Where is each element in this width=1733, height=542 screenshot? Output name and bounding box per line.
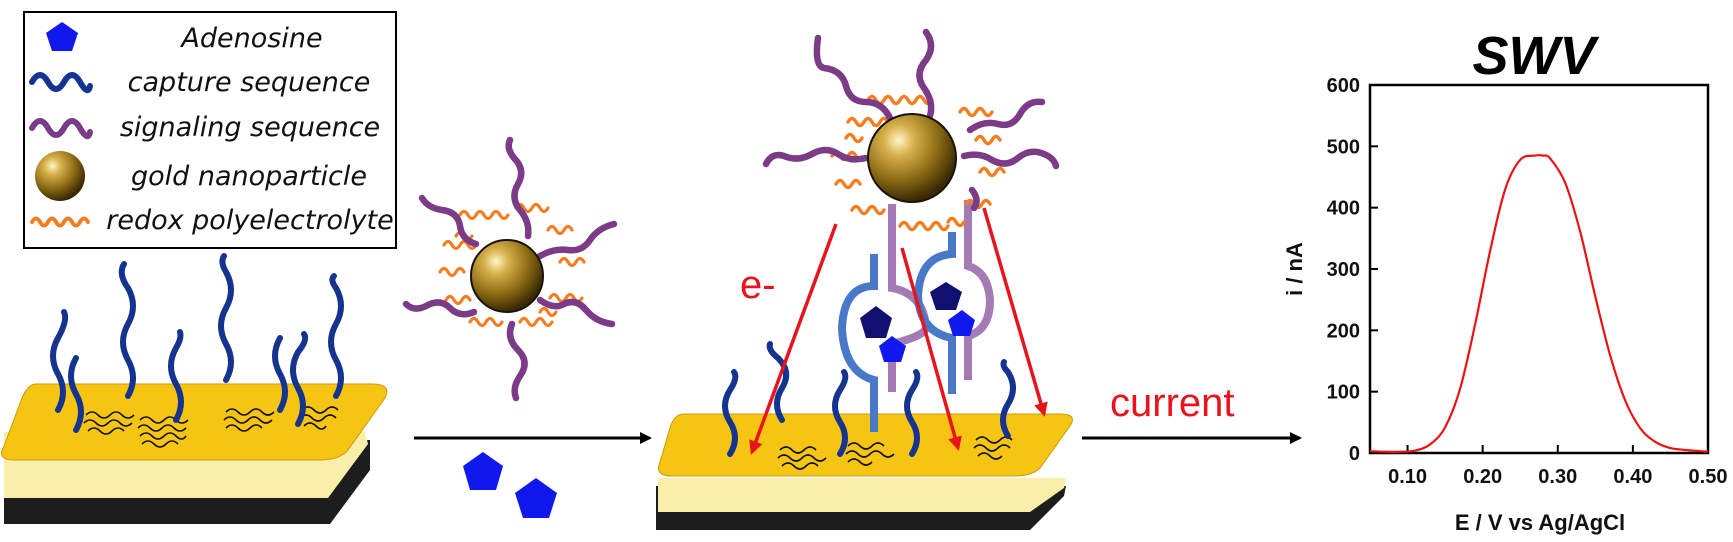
aptamer-complex-2 xyxy=(913,200,995,394)
y-tick-label: 600 xyxy=(1327,75,1360,97)
legend: Adenosine capture sequence signaling seq… xyxy=(23,11,397,249)
series-line xyxy=(1369,153,1709,453)
swv-chart: SWV 0 100 200 300 400 500 600 0.10 0.20 0.30 0.40… xyxy=(1282,26,1727,535)
electrode-right xyxy=(656,413,1073,530)
capture-strands-left xyxy=(50,253,344,433)
nanoparticle-conjugate-middle xyxy=(402,136,618,402)
redox-polyelectrolyte-icon xyxy=(30,216,90,228)
legend-label-signaling: signaling sequence xyxy=(120,112,380,143)
electron-label: e- xyxy=(740,263,776,307)
y-tick-label: 100 xyxy=(1327,382,1360,404)
current-label: current xyxy=(1110,381,1235,425)
adenosine-molecule xyxy=(515,478,557,518)
capture-sequence-icon xyxy=(29,72,93,94)
electron-transfer-arrows xyxy=(749,207,1048,455)
coiled-capture-strands-left xyxy=(83,406,339,448)
legend-box xyxy=(23,11,397,249)
capture-strands-right xyxy=(722,341,1016,457)
x-tick-label: 0.30 xyxy=(1538,466,1577,488)
adenosine-pentagon-icon xyxy=(46,22,78,51)
x-tick-label: 0.10 xyxy=(1388,466,1427,488)
chart-frame xyxy=(1368,83,1710,455)
y-tick-label: 300 xyxy=(1327,259,1360,281)
legend-label-capture: capture sequence xyxy=(128,67,371,98)
signaling-sequence-icon xyxy=(29,118,93,140)
nanoparticle-conjugate-top xyxy=(762,28,1060,232)
electrode-left xyxy=(1,383,388,524)
x-tick-label: 0.50 xyxy=(1689,466,1728,488)
adenosine-molecule xyxy=(463,452,503,490)
y-axis-label: i / nA xyxy=(1282,242,1307,296)
y-tick-label: 400 xyxy=(1327,198,1360,220)
y-tick-label: 200 xyxy=(1327,320,1360,342)
chart-title: SWV xyxy=(1472,26,1599,86)
gold-nanoparticle-icon xyxy=(35,151,85,201)
y-tick-label: 0 xyxy=(1349,443,1360,465)
x-axis-label: E / V vs Ag/AgCl xyxy=(1455,510,1625,535)
legend-label-redox: redox polyelectrolyte xyxy=(106,205,394,236)
legend-label-gold: gold nanoparticle xyxy=(131,161,367,192)
y-tick-label: 500 xyxy=(1327,136,1360,158)
x-tick-label: 0.40 xyxy=(1613,466,1652,488)
aptamer-complex-1 xyxy=(837,204,931,432)
x-tick-label: 0.20 xyxy=(1463,466,1502,488)
legend-label-adenosine: Adenosine xyxy=(179,23,322,54)
